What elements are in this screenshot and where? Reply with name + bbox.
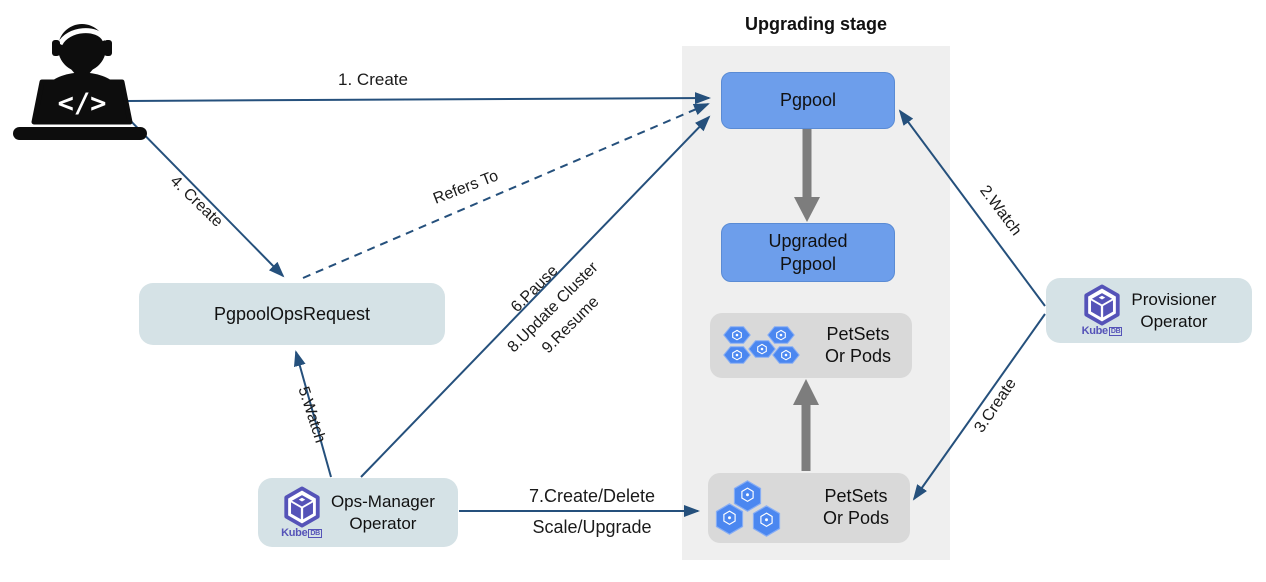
edge-refers-to (302, 103, 710, 279)
node-upgraded-pgpool-label: Upgraded Pgpool (768, 231, 848, 274)
pod-icon (723, 346, 751, 364)
kubedb-kube-text: Kube (1081, 325, 1109, 337)
node-pgpool-ops-request-label: PgpoolOpsRequest (213, 303, 371, 324)
node-petsets-upgraded-label: PetSets Or Pods (824, 323, 892, 366)
svg-text:</>: </> (58, 88, 107, 119)
edge-label-5-watch: 5.Watch (294, 384, 329, 446)
pod-icon (767, 326, 795, 344)
node-upgraded-pgpool: Upgraded Pgpool (721, 223, 895, 282)
edge-label-7-create-delete: 7.Create/Delete (528, 486, 656, 506)
pod-icon (772, 346, 800, 364)
node-pgpool: Pgpool (721, 72, 895, 129)
edge-label-pause-update-resume: 6.Pause 8.Update Cluster 9.Resume (468, 222, 638, 392)
edge-label-7-scale-upgrade: Scale/Upgrade (532, 517, 652, 537)
node-pgpool-label: Pgpool (779, 90, 837, 111)
edge-label-refers-to: Refers To (430, 167, 501, 208)
kubedb-kube-text: Kube (281, 527, 308, 539)
kubedb-cube-hexagon-icon (1084, 284, 1120, 326)
edge-label-4-create: 4. Create (166, 172, 226, 231)
node-petsets-current: PetSets Or Pods (708, 473, 910, 543)
kubedb-cube-hexagon-icon (283, 486, 320, 528)
edge-label-1-create: 1. Create (338, 70, 408, 89)
pod-icon (723, 326, 751, 344)
node-petsets-current-label: PetSets Or Pods (822, 486, 890, 528)
node-pgpool-ops-request: PgpoolOpsRequest (139, 283, 445, 345)
node-provisioner-operator-label: Provisioner Operator (1131, 290, 1217, 331)
edge-create-pgpool (116, 92, 711, 105)
edge-label-2-watch: 2.Watch (976, 182, 1025, 240)
kubedb-db-text: DB (1108, 327, 1123, 336)
pod-icon (752, 505, 781, 537)
kubedb-db-text: DB (308, 529, 322, 538)
node-ops-manager-operator-label: Ops-Manager Operator (330, 492, 435, 533)
upgrading-stage-title: Upgrading stage (744, 14, 887, 34)
node-petsets-upgraded: PetSets Or Pods (710, 313, 912, 378)
pod-icon (733, 480, 762, 512)
pod-icon (715, 503, 744, 535)
pod-icon (748, 340, 776, 358)
developer-at-laptop-icon: </> (13, 24, 147, 140)
edge-label-3-create: 3.Create (971, 375, 1020, 436)
